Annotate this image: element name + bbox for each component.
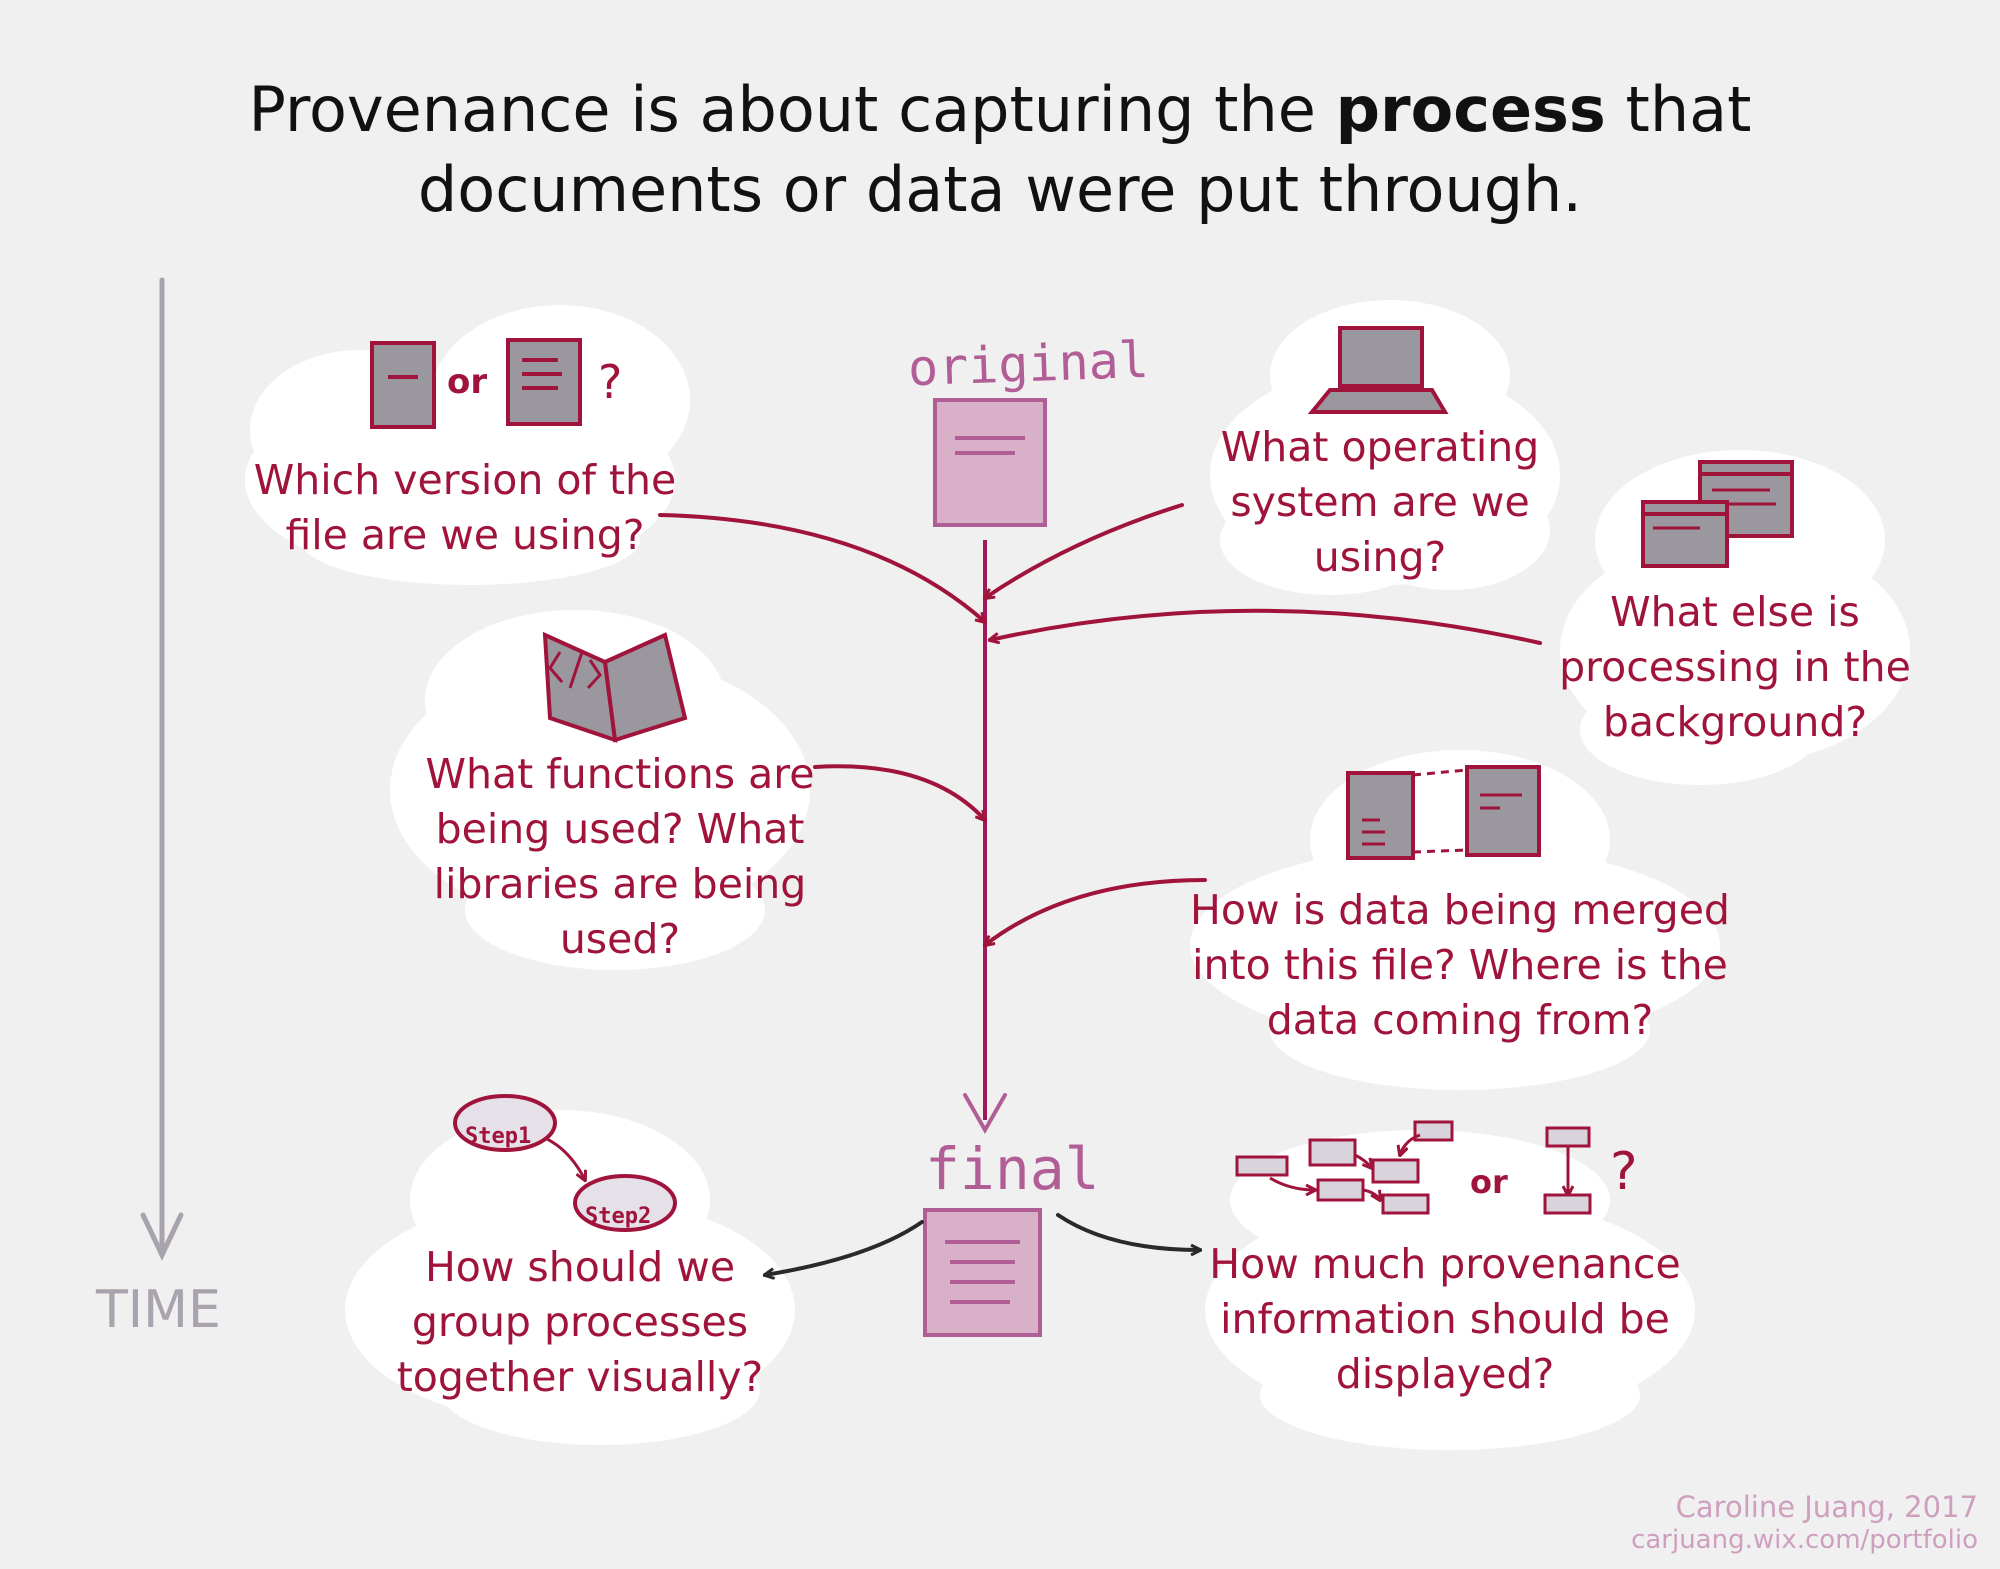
document-icon <box>506 338 582 426</box>
question-mark-file: ? <box>598 355 623 409</box>
original-document-icon <box>933 398 1047 527</box>
page-title: Provenance is about capturing the proces… <box>80 70 1920 230</box>
arrow-from-data-merge <box>985 878 1207 945</box>
document-icon <box>370 341 436 429</box>
question-functions: What functions are being used? What libr… <box>425 750 815 963</box>
flowchart-vertical-icon <box>1543 1126 1592 1215</box>
time-arrow <box>140 277 184 1261</box>
arrow-from-os <box>985 503 1184 598</box>
cloud-grouping <box>345 1110 795 1445</box>
final-label: final <box>925 1135 1100 1203</box>
title-bold: process <box>1335 73 1606 146</box>
final-document-icon <box>923 1208 1042 1337</box>
question-mark-flow: ? <box>1610 1142 1638 1202</box>
cloud-background <box>1560 450 1910 785</box>
question-amount: How much provenance information should b… <box>1209 1240 1681 1398</box>
arrow-to-grouping <box>765 1220 924 1275</box>
file-version-icons <box>370 338 582 429</box>
window-icon <box>1641 460 1794 568</box>
step1-label: Step1 <box>465 1124 532 1149</box>
credit-url: carjuang.wix.com/portfolio <box>1631 1525 1978 1555</box>
arrow-to-amount <box>1056 1213 1200 1250</box>
question-operating-system: What operating system are we using? <box>1220 423 1540 581</box>
credit-author: Caroline Juang, 2017 <box>1675 1490 1978 1524</box>
question-file-version: Which version of the file are we using? <box>253 456 677 559</box>
laptop-icon <box>1307 326 1449 414</box>
question-data-merge: How is data being merged into this file?… <box>1190 886 1730 1044</box>
time-label: TIME <box>96 1280 221 1340</box>
code-book-icon <box>542 631 688 743</box>
arrow-from-file-version <box>658 513 985 622</box>
arrow-from-functions <box>813 764 985 820</box>
merge-documents-icon <box>1346 765 1541 860</box>
question-grouping: How should we group processes together v… <box>396 1243 764 1401</box>
original-label: original <box>907 330 1150 398</box>
input-arrows <box>658 503 1542 945</box>
or-label-file: or <box>447 362 488 402</box>
arrow-from-background <box>990 608 1542 645</box>
flowchart-icon <box>1235 1120 1454 1215</box>
process-timeline <box>963 540 1007 1135</box>
title-prefix: Provenance is about capturing the <box>248 73 1316 146</box>
step2-label: Step2 <box>585 1204 652 1229</box>
output-arrows <box>765 1213 1200 1275</box>
or-label-flow: or <box>1470 1163 1508 1201</box>
step-flow-icon <box>453 1094 677 1232</box>
title-suffix: that documents or data were put through. <box>417 73 1752 226</box>
question-background: What else is processing in the backgroun… <box>1559 588 1911 746</box>
